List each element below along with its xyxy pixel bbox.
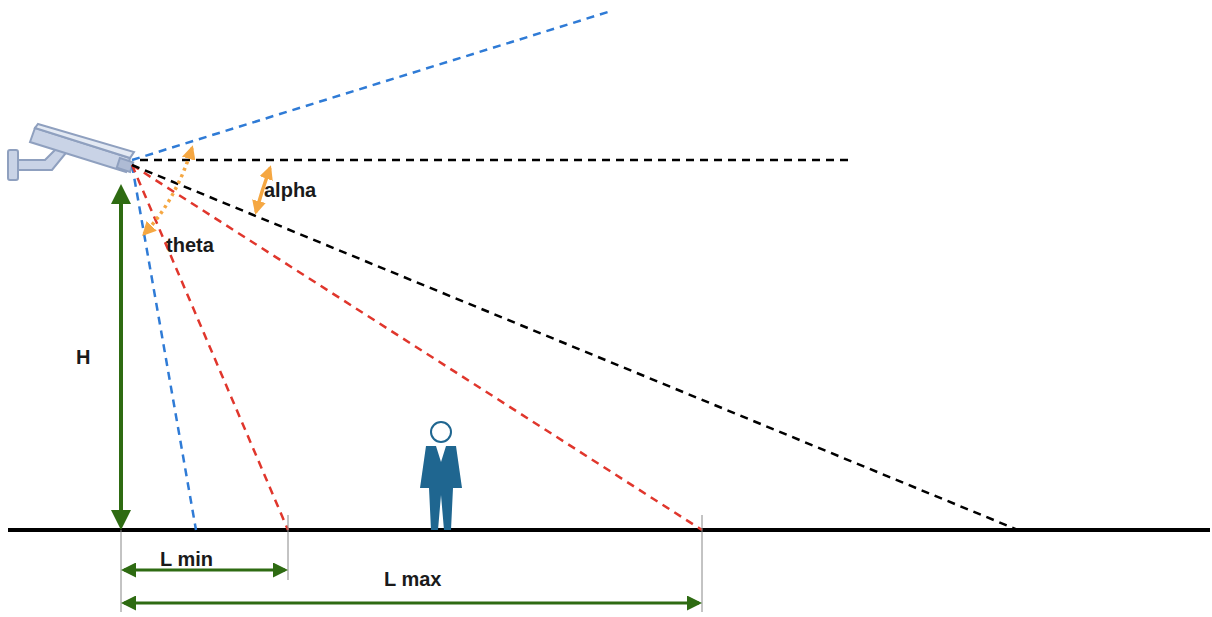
person-figure	[420, 422, 462, 530]
camera-icon	[8, 124, 134, 180]
dimension-label: L min	[158, 548, 215, 570]
dimension-label: H	[74, 346, 92, 368]
optical-axis	[132, 165, 1018, 530]
ground-line	[8, 528, 1210, 532]
dimension-label: L max	[382, 568, 443, 590]
angle-label: theta	[164, 234, 216, 256]
fov-upper-line	[132, 12, 608, 160]
lmax-ray	[132, 165, 702, 530]
theta-arrow	[144, 148, 192, 234]
angle-label: alpha	[262, 179, 318, 201]
lmax-arrow	[124, 602, 699, 605]
horizontal-line	[140, 159, 848, 162]
height-arrow	[119, 188, 123, 526]
fov-lower-line	[132, 165, 196, 530]
dimension-ticks	[121, 515, 702, 612]
